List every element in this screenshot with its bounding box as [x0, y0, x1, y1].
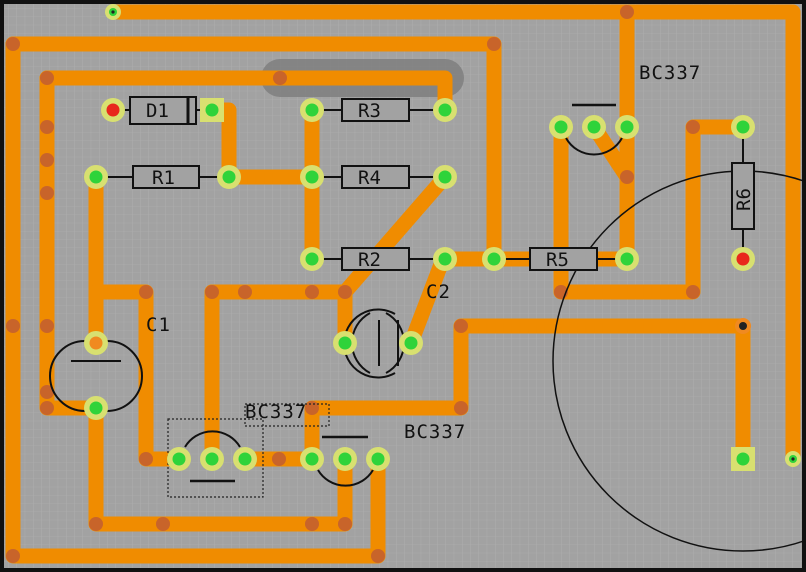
q1-body [565, 137, 623, 156]
pad-q1-b [582, 115, 606, 139]
pad-r4-b [433, 165, 457, 189]
pad-r3-a [300, 98, 324, 122]
testpoint-right [785, 451, 801, 467]
pad-out [731, 447, 755, 471]
trace-left-bottom [5, 36, 386, 564]
pad-q1-e [549, 115, 573, 139]
vias [6, 5, 700, 563]
q2-label: BC337 [245, 401, 307, 423]
pad-r2-b [433, 247, 457, 271]
pad-r3-b [433, 98, 457, 122]
q1-label: BC337 [639, 62, 701, 84]
r4-label: R4 [358, 167, 381, 189]
pad-r5-b [615, 247, 639, 271]
pad-d1-anode [101, 98, 125, 122]
q2-body [184, 430, 241, 448]
r2-label: R2 [358, 249, 381, 271]
r1-label: R1 [152, 167, 175, 189]
pads [84, 4, 801, 471]
pad-d1-cathode [200, 98, 224, 122]
pad-q2-c [233, 447, 257, 471]
r1-body [132, 165, 200, 189]
r2-body [341, 247, 410, 271]
r5-body [529, 247, 598, 271]
q3-label: BC337 [404, 421, 466, 443]
pad-r6-b [731, 247, 755, 271]
pad-c1-plus [84, 331, 108, 355]
testpoint-top-left [105, 4, 121, 20]
trace-q3-link [304, 318, 751, 467]
c2-label: C2 [426, 281, 451, 303]
c1-body [49, 340, 143, 412]
pad-q1-c [615, 115, 639, 139]
trace-top-rail [105, 4, 801, 467]
q3-body [317, 469, 374, 487]
trace-c2-r2 [403, 251, 451, 351]
pad-q2-b [200, 447, 224, 471]
pad-r1-a [84, 165, 108, 189]
r6-body [731, 162, 755, 230]
trace-c1-branch [88, 284, 187, 467]
d1-body [129, 96, 197, 125]
testpoint-center [735, 318, 751, 334]
labels: D1 R1 R3 R4 R2 R5 R6 C1 C2 BC337 BC337 B… [146, 62, 755, 443]
pad-c2-b [399, 331, 423, 355]
pad-q3-c [366, 447, 390, 471]
r5-label: R5 [546, 249, 569, 271]
pad-r5-a [482, 247, 506, 271]
r6-label: R6 [733, 188, 755, 211]
pad-r2-a [300, 247, 324, 271]
r4-body [341, 165, 410, 189]
pad-r6-a [731, 115, 755, 139]
pad-r1-b [217, 165, 241, 189]
pad-q3-b [333, 447, 357, 471]
pad-q3-e [300, 447, 324, 471]
d1-label: D1 [146, 100, 169, 122]
pad-c1-minus [84, 396, 108, 420]
r3-label: R3 [358, 100, 381, 122]
pad-c2-a [333, 331, 357, 355]
c1-label: C1 [146, 314, 171, 336]
r3-body [341, 98, 410, 122]
pad-r4-a [300, 165, 324, 189]
trace-c1-bottom [88, 400, 353, 532]
pad-q2-e [167, 447, 191, 471]
